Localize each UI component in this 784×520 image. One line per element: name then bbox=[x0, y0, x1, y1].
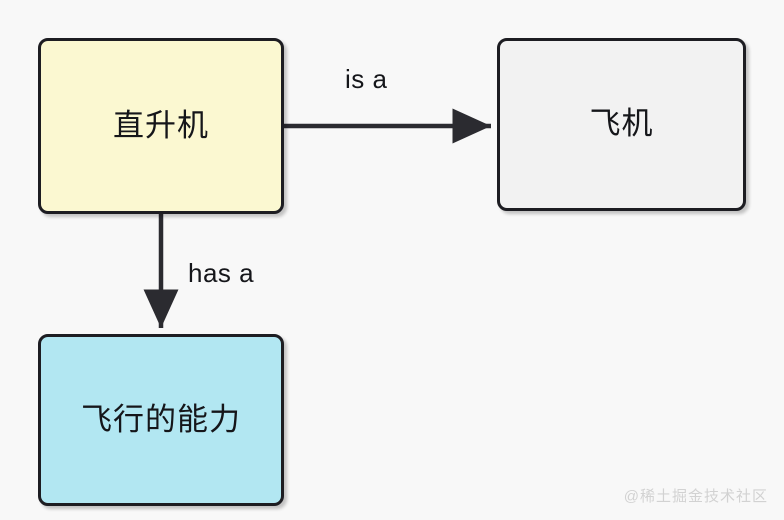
node-airplane[interactable]: 飞机 bbox=[497, 38, 746, 211]
node-helicopter[interactable]: 直升机 bbox=[38, 38, 284, 214]
node-helicopter-label: 直升机 bbox=[113, 107, 209, 143]
edge-label-has-a: has a bbox=[188, 258, 255, 288]
node-flying-ability-label: 飞行的能力 bbox=[81, 401, 241, 437]
watermark: @稀土掘金技术社区 bbox=[623, 488, 768, 505]
node-airplane-label: 飞机 bbox=[589, 106, 654, 142]
node-flying-ability[interactable]: 飞行的能力 bbox=[38, 334, 284, 506]
edge-label-is-a: is a bbox=[345, 64, 388, 94]
